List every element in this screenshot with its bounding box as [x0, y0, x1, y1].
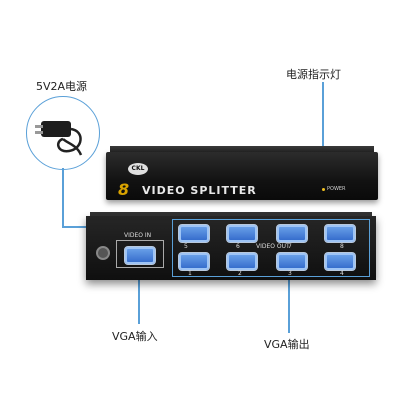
- power-indicator-label: 电源指示灯: [286, 68, 341, 81]
- port-number: 2: [238, 270, 242, 277]
- vga-out-port-5: [178, 224, 210, 243]
- video-out-label: VIDEO OUT: [256, 243, 290, 250]
- vga-in-label: VGA输入: [112, 330, 158, 343]
- front-unit: [106, 152, 378, 200]
- vga-out-port-1: [178, 252, 210, 271]
- power-led-icon: [322, 188, 325, 191]
- indicator-callout-line: [322, 82, 324, 186]
- dc-jack-icon: [96, 246, 110, 260]
- port-number: 5: [184, 243, 188, 250]
- power-adapter-image: [26, 96, 100, 170]
- vga-out-port-8: [324, 224, 356, 243]
- adapter-callout-line: [62, 168, 64, 226]
- vga-out-group: [172, 219, 370, 277]
- model-number: 8: [118, 180, 130, 199]
- port-number: 7: [288, 243, 292, 250]
- vga-in-callout-line: [138, 266, 140, 324]
- device-title: VIDEO SPLITTER: [142, 184, 257, 197]
- port-number: 4: [340, 270, 344, 277]
- front-unit-top: [110, 146, 374, 154]
- brand-logo: CKL: [128, 163, 148, 175]
- port-number: 1: [188, 270, 192, 277]
- vga-out-port-3: [276, 252, 308, 271]
- vga-out-port-4: [324, 252, 356, 271]
- vga-out-callout-line: [288, 275, 290, 333]
- adapter-callout-line-h: [62, 226, 100, 228]
- port-number: 8: [340, 243, 344, 250]
- back-unit-top: [90, 212, 372, 218]
- port-number: 6: [236, 243, 240, 250]
- power-adapter-label: 5V2A电源: [36, 80, 88, 93]
- video-in-label: VIDEO IN: [124, 232, 152, 239]
- vga-out-port-7: [276, 224, 308, 243]
- power-text: POWER: [327, 186, 346, 192]
- vga-out-port-2: [226, 252, 258, 271]
- vga-in-port: [124, 246, 156, 265]
- port-number: 3: [288, 270, 292, 277]
- vga-out-port-6: [226, 224, 258, 243]
- adapter-icon: [35, 121, 83, 156]
- vga-out-label: VGA输出: [264, 338, 310, 351]
- video-in-frame: [116, 240, 164, 268]
